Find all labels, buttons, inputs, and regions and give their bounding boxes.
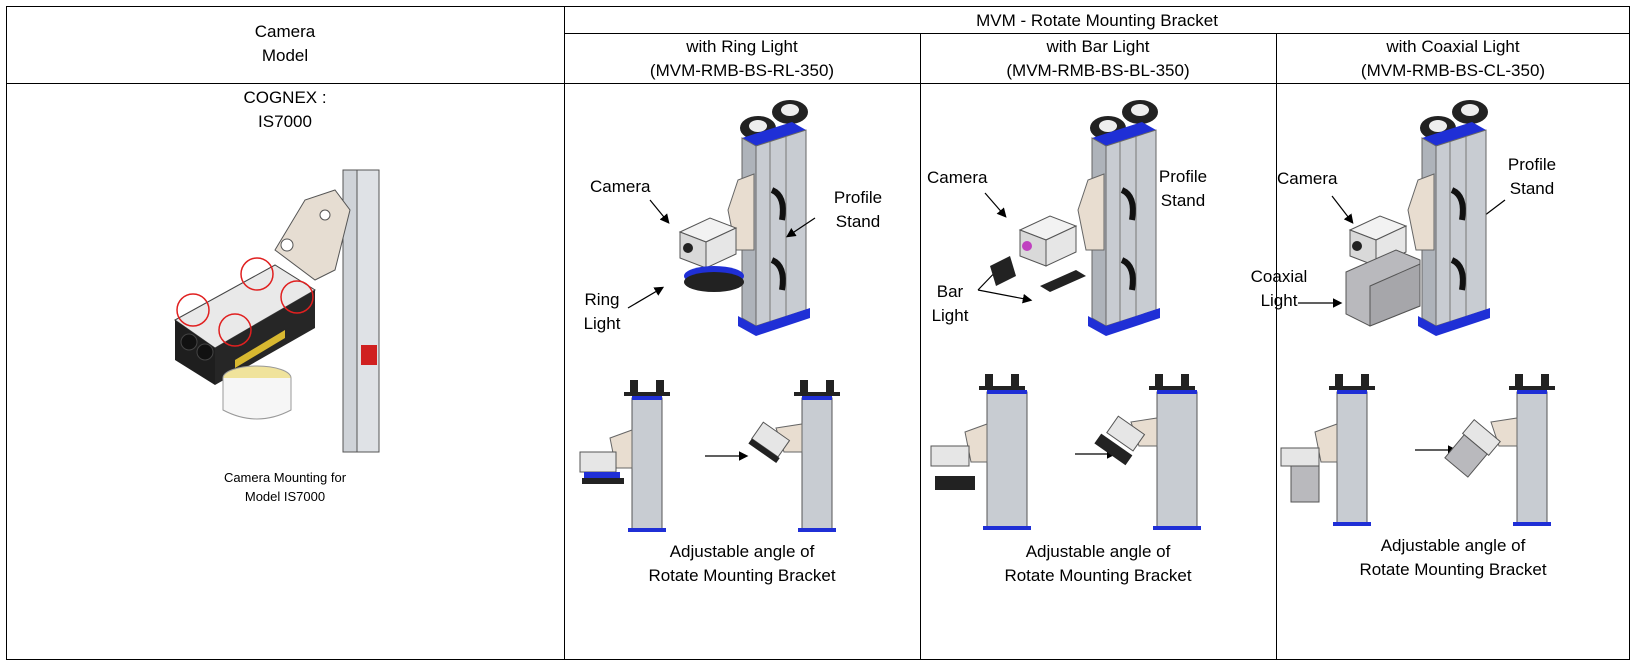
- table-border-left: [6, 6, 7, 660]
- table-border-bottom: [6, 659, 1630, 660]
- bar-light-stand-illustration: [990, 100, 1160, 336]
- bar-camera-label: Camera: [927, 168, 988, 187]
- coaxial-light-stand-illustration: [1345, 100, 1490, 336]
- camera-mounting-illustration: [174, 169, 380, 453]
- col-divider-3: [1276, 33, 1277, 660]
- group-title: MVM - Rotate Mounting Bracket: [976, 11, 1218, 30]
- bar-angle-diagram: [930, 374, 1201, 530]
- group-divider: [564, 33, 1630, 34]
- column-header-coaxial: with Coaxial Light(MVM-RMB-BS-CL-350): [1360, 37, 1546, 80]
- ring-camera-label: Camera: [590, 177, 651, 196]
- header-divider: [6, 83, 1630, 84]
- column-header-bar: with Bar Light(MVM-RMB-BS-BL-350): [1006, 37, 1190, 80]
- ring-light-stand-illustration: [678, 100, 810, 336]
- ring-angle-diagram: [579, 380, 840, 532]
- col-divider-1: [564, 6, 565, 660]
- camera-model-header: Camera Model: [254, 22, 316, 65]
- coaxial-angle-diagram: [1280, 374, 1555, 526]
- table-border-right: [1629, 6, 1630, 660]
- col-divider-2: [920, 33, 921, 660]
- spec-table: [6, 6, 1630, 660]
- coax-camera-label: Camera: [1277, 169, 1338, 188]
- column-header-ring: with Ring Light(MVM-RMB-BS-RL-350): [649, 37, 835, 80]
- camera-brand-model: COGNEX :IS7000: [243, 88, 327, 131]
- table-border-top: [6, 6, 1630, 7]
